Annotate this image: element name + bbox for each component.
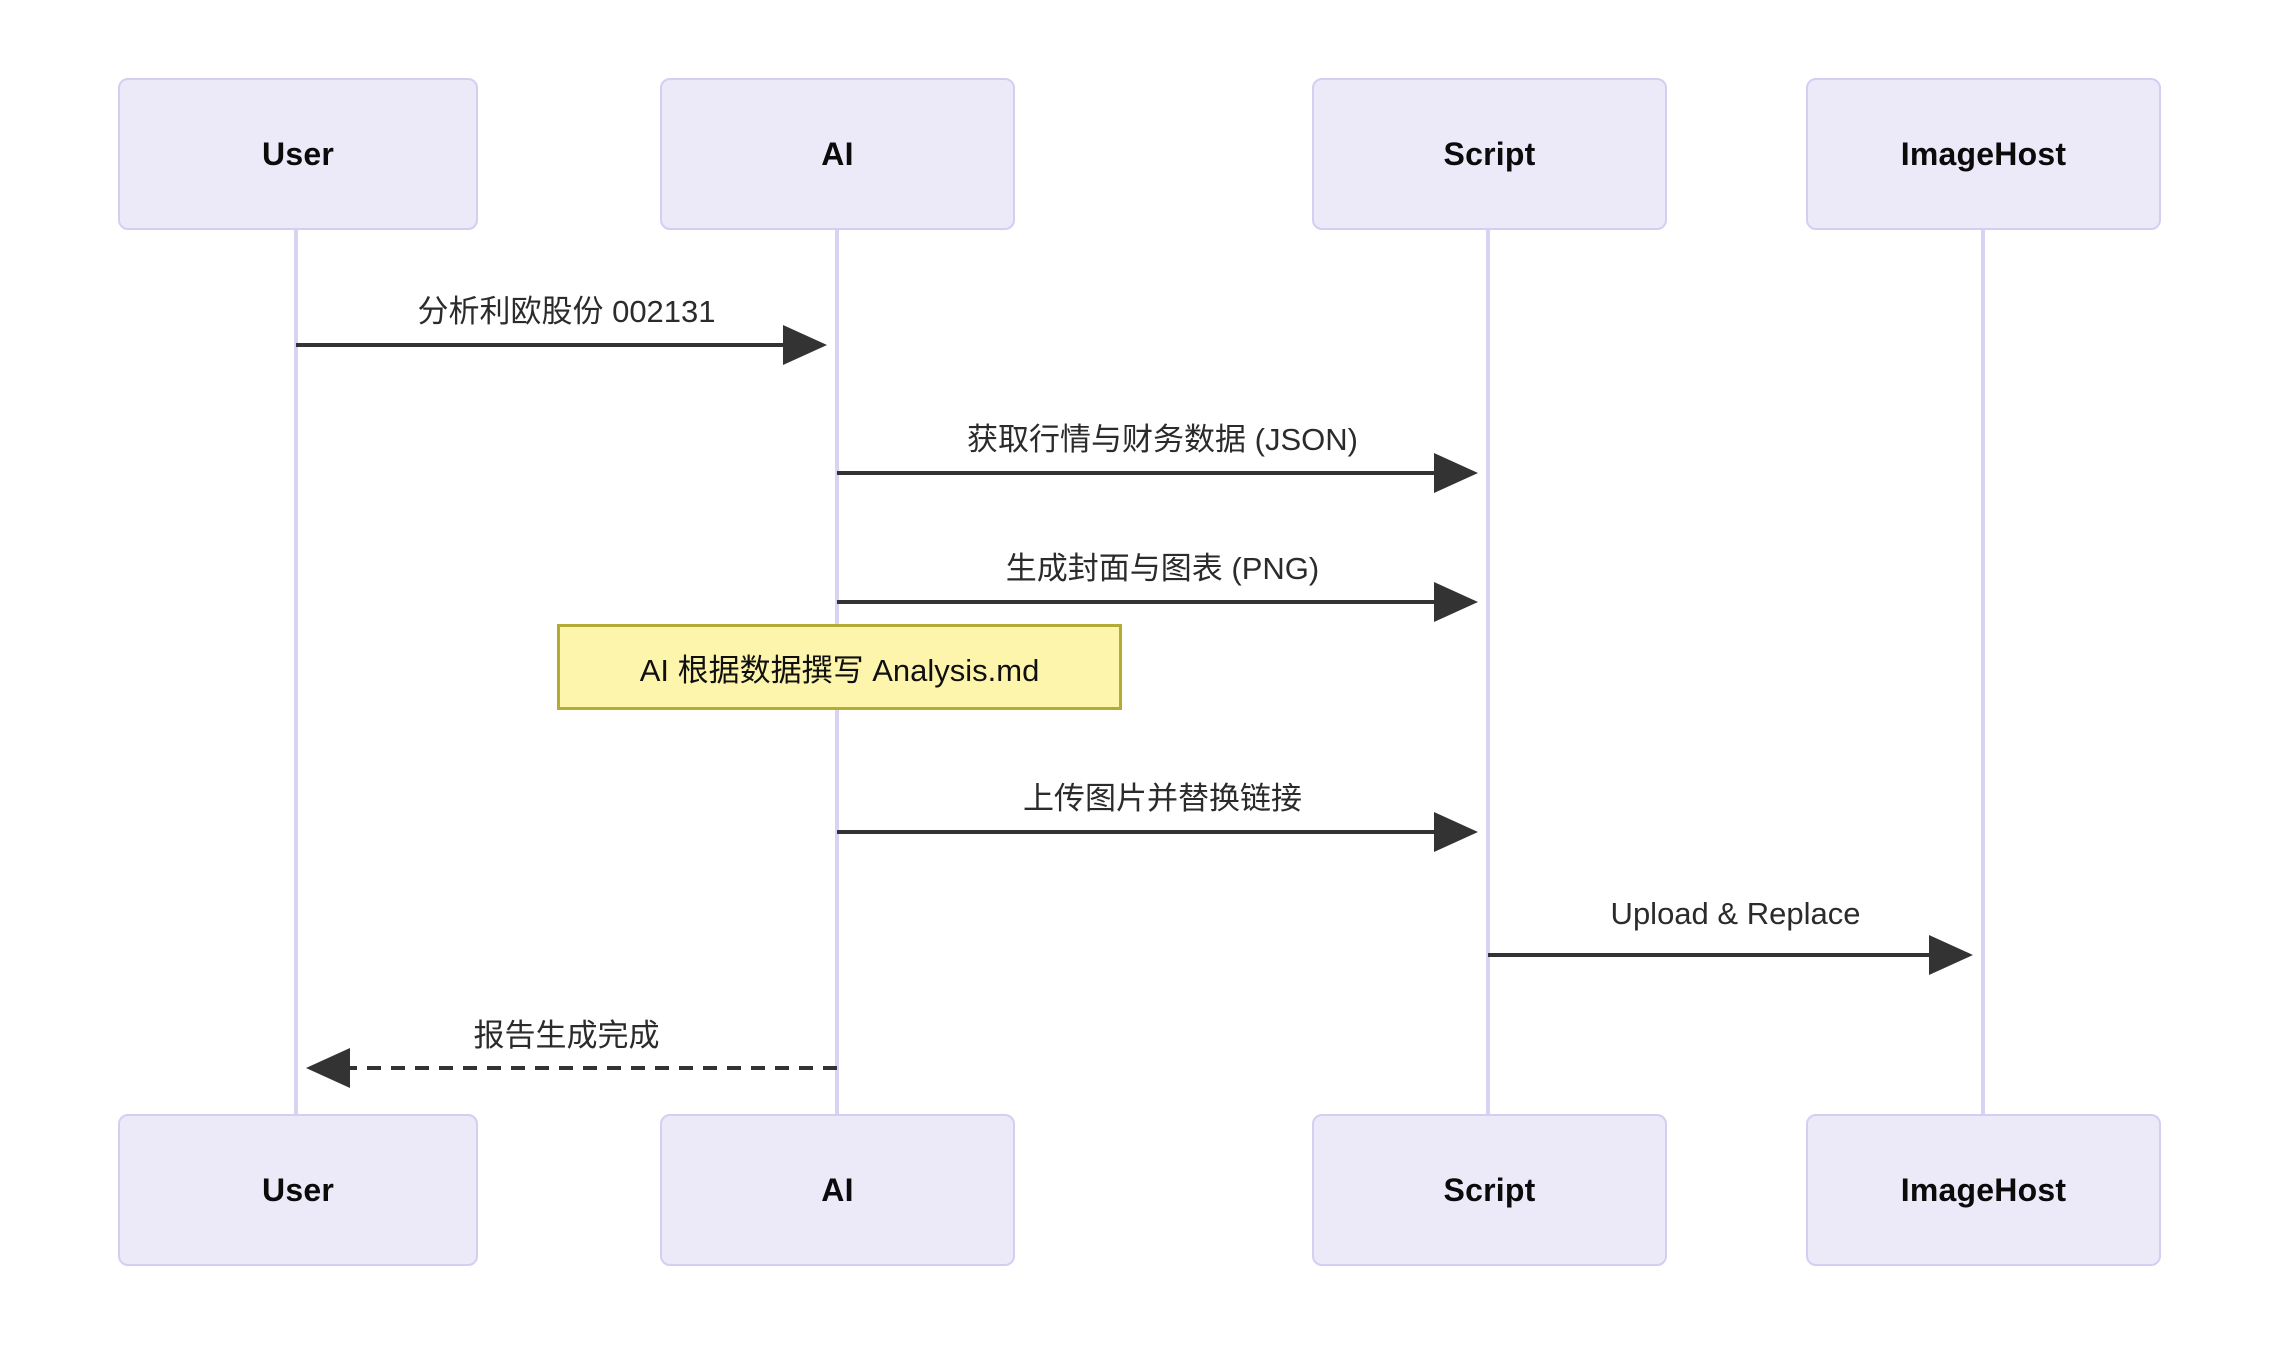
note-box-analysis: AI 根据数据撰写 Analysis.md — [557, 624, 1122, 710]
message-label-m4: 上传图片并替换链接 — [1023, 781, 1302, 816]
actor-label-imagehost-top: ImageHost — [1900, 135, 2067, 172]
lifeline-user — [294, 230, 298, 1114]
actor-box-script-bottom[interactable]: Script — [1312, 1114, 1667, 1266]
actor-label-ai-top: AI — [821, 135, 854, 172]
actor-box-imagehost-bottom[interactable]: ImageHost — [1806, 1114, 2161, 1266]
message-label-m6: 报告生成完成 — [473, 1018, 660, 1053]
actor-label-imagehost-bottom: ImageHost — [1900, 1171, 2067, 1208]
actor-box-ai-top[interactable]: AI — [660, 78, 1015, 230]
actor-box-ai-bottom[interactable]: AI — [660, 1114, 1015, 1266]
message-label-m1: 分析利欧股份 002131 — [417, 294, 716, 329]
actor-label-script-top: Script — [1443, 135, 1536, 172]
message-label-m2: 获取行情与财务数据 (JSON) — [967, 422, 1358, 457]
actor-box-user-top[interactable]: User — [118, 78, 478, 230]
lifeline-script — [1486, 230, 1490, 1114]
actor-label-script-bottom: Script — [1443, 1171, 1536, 1208]
note-text-analysis: AI 根据数据撰写 Analysis.md — [639, 652, 1040, 688]
message-label-m3: 生成封面与图表 (PNG) — [1005, 551, 1320, 586]
actor-label-ai-bottom: AI — [821, 1171, 854, 1208]
actor-box-script-top[interactable]: Script — [1312, 78, 1667, 230]
message-label-m5: Upload & Replace — [1610, 896, 1861, 931]
actor-box-imagehost-top[interactable]: ImageHost — [1806, 78, 2161, 230]
actor-label-user-bottom: User — [262, 1171, 334, 1208]
actor-label-user-top: User — [262, 135, 334, 172]
lifeline-imagehost — [1981, 230, 1985, 1114]
actor-box-user-bottom[interactable]: User — [118, 1114, 478, 1266]
